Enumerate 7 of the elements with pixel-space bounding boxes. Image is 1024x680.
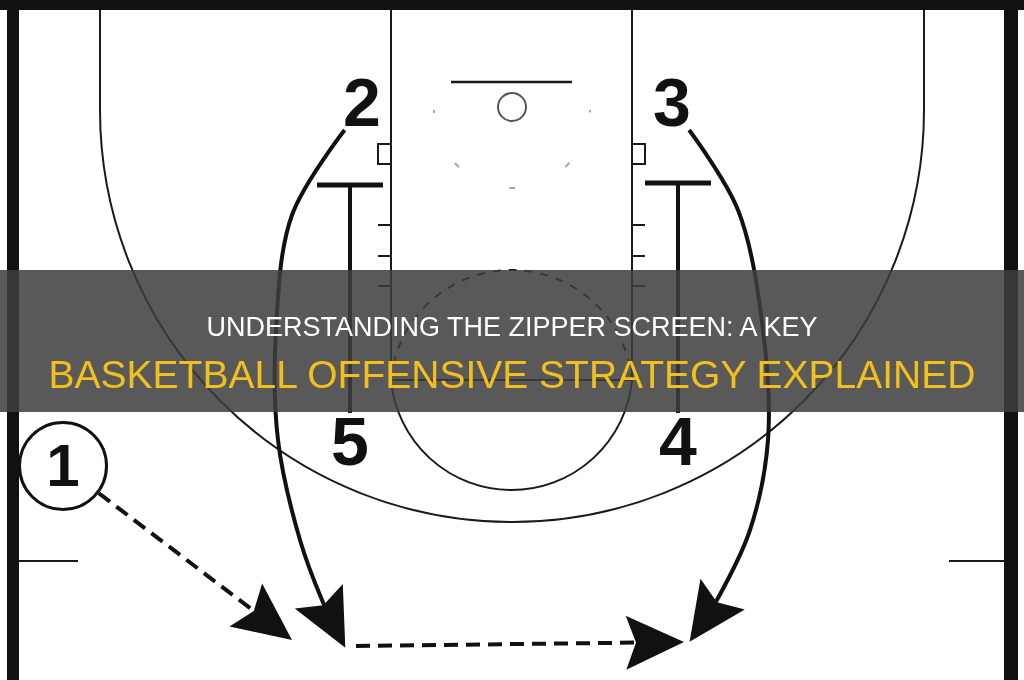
title: UNDERSTANDING THE ZIPPER SCREEN: A KEY BASKETBALL OFFENSIVE STRATEGY EXPLAINED [47, 311, 977, 397]
player-number: 3 [646, 74, 698, 130]
player-number: 4 [652, 413, 704, 469]
player-number: 2 [336, 74, 388, 130]
dashed-arrow [97, 491, 292, 640]
player-circle: 1 [18, 421, 108, 511]
player-number: 5 [324, 413, 376, 469]
